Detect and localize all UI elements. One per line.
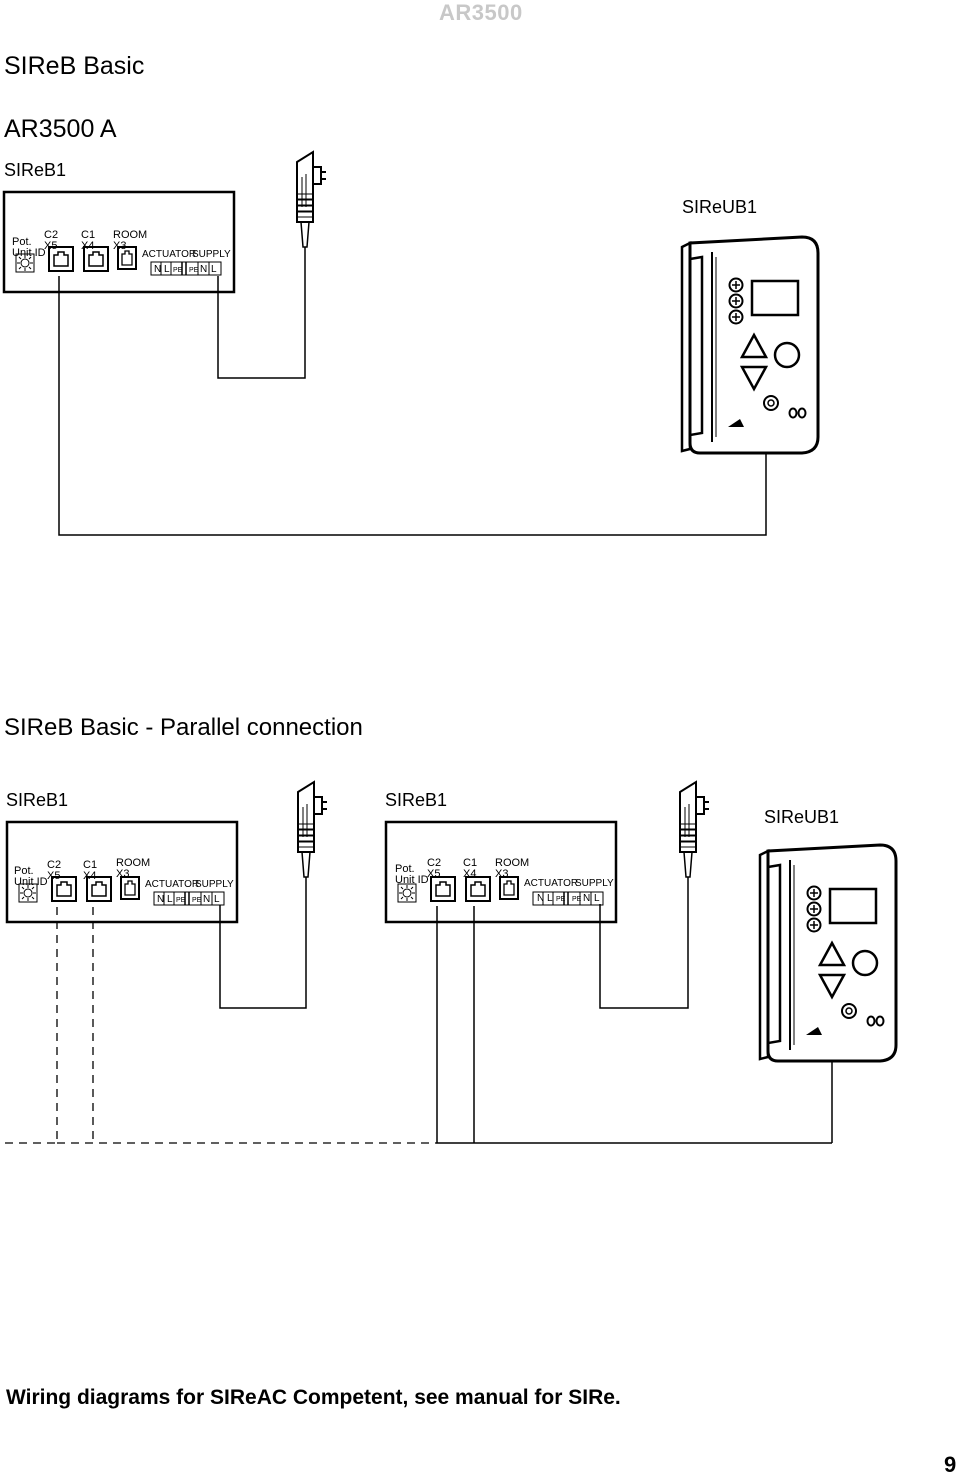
- terminal-l: L: [211, 264, 217, 275]
- terminal-l: L: [547, 893, 553, 904]
- terminal-n: N: [154, 264, 161, 275]
- x4-label: X4: [83, 870, 96, 882]
- terminal-n: N: [157, 894, 164, 905]
- x4-label: X4: [81, 240, 94, 252]
- terminal-n: N: [203, 894, 210, 905]
- terminal-l: L: [594, 893, 600, 904]
- mains-plug-icon: [296, 151, 327, 313]
- footer-note: Wiring diagrams for SIReAC Competent, se…: [6, 1386, 621, 1409]
- running-header: AR3500: [439, 0, 523, 25]
- x5-label: X5: [47, 870, 60, 882]
- unit-label-sireb1: SIReB1: [4, 160, 67, 180]
- c1-label: C1: [463, 857, 477, 869]
- terminal-pe: PE: [173, 267, 183, 274]
- x4-label: X4: [463, 868, 476, 880]
- terminal-pe: PE: [572, 896, 582, 903]
- section-subtitle-ar3500a: AR3500 A: [4, 115, 117, 143]
- terminal-l: L: [214, 894, 220, 905]
- mains-plug-icon: [297, 781, 328, 943]
- section-title-basic: SIReB Basic: [4, 52, 145, 80]
- c2-label: C2: [47, 859, 61, 871]
- actuator-label: ACTUATOR: [145, 879, 199, 890]
- pot-label: Pot.: [12, 236, 32, 248]
- x3-label: X3: [113, 240, 126, 252]
- terminal-box-parallel-left-labels: Pot. Unit ID C2 X5 C1 X4 ROOM X3 ACTUATO…: [14, 857, 234, 905]
- wires-basic: [58, 276, 767, 536]
- unit-id-label: Unit ID: [14, 876, 48, 888]
- room-label: ROOM: [495, 857, 529, 869]
- supply-label: SUPPLY: [575, 878, 614, 889]
- room-unit-device-icon: [680, 235, 820, 455]
- terminal-n: N: [537, 893, 544, 904]
- x3-label: X3: [116, 868, 129, 880]
- x5-label: X5: [427, 868, 440, 880]
- terminal-l: L: [167, 894, 173, 905]
- unit-id-label: Unit ID: [12, 247, 46, 259]
- room-unit-label-parallel: SIReUB1: [764, 807, 840, 827]
- c1-label: C1: [83, 859, 97, 871]
- actuator-label: ACTUATOR: [524, 878, 578, 889]
- supply-label: SUPPLY: [192, 249, 231, 260]
- terminal-box-basic-labels: Pot. Unit ID C2 X5 C1 X4 ROOM X3 ACTUATO…: [12, 229, 231, 275]
- unit-label-sireb1-right: SIReB1: [385, 790, 448, 810]
- room-label: ROOM: [113, 229, 147, 241]
- room-unit-label: SIReUB1: [682, 197, 758, 217]
- pot-label: Pot.: [14, 865, 34, 877]
- supply-label: SUPPLY: [195, 879, 234, 890]
- unit-label-sireb1-left: SIReB1: [6, 790, 69, 810]
- terminal-n: N: [583, 893, 590, 904]
- room-label: ROOM: [116, 857, 150, 869]
- unit-id-label: Unit ID: [395, 874, 429, 886]
- x3-label: X3: [495, 868, 508, 880]
- page-number: 9: [944, 1452, 957, 1477]
- terminal-n: N: [200, 264, 207, 275]
- c2-label: C2: [44, 229, 58, 241]
- actuator-label: ACTUATOR: [142, 249, 196, 260]
- wires-parallel-dashed: [0, 907, 437, 1144]
- terminal-pe: PE: [556, 896, 566, 903]
- terminal-pe: PE: [192, 897, 202, 904]
- terminal-pe: PE: [189, 267, 199, 274]
- terminal-box-parallel-right-labels: Pot. Unit ID C2 X5 C1 X4 ROOM X3 ACTUATO…: [395, 857, 614, 904]
- pot-label: Pot.: [395, 863, 415, 875]
- section-title-parallel: SIReB Basic - Parallel connection: [4, 714, 363, 741]
- c2-label: C2: [427, 857, 441, 869]
- mains-plug-icon: [679, 781, 710, 943]
- terminal-l: L: [164, 264, 170, 275]
- room-unit-device-icon: [758, 843, 898, 1063]
- wires-parallel: [219, 904, 833, 1144]
- x5-label: X5: [44, 240, 57, 252]
- terminal-pe: PE: [176, 897, 186, 904]
- c1-label: C1: [81, 229, 95, 241]
